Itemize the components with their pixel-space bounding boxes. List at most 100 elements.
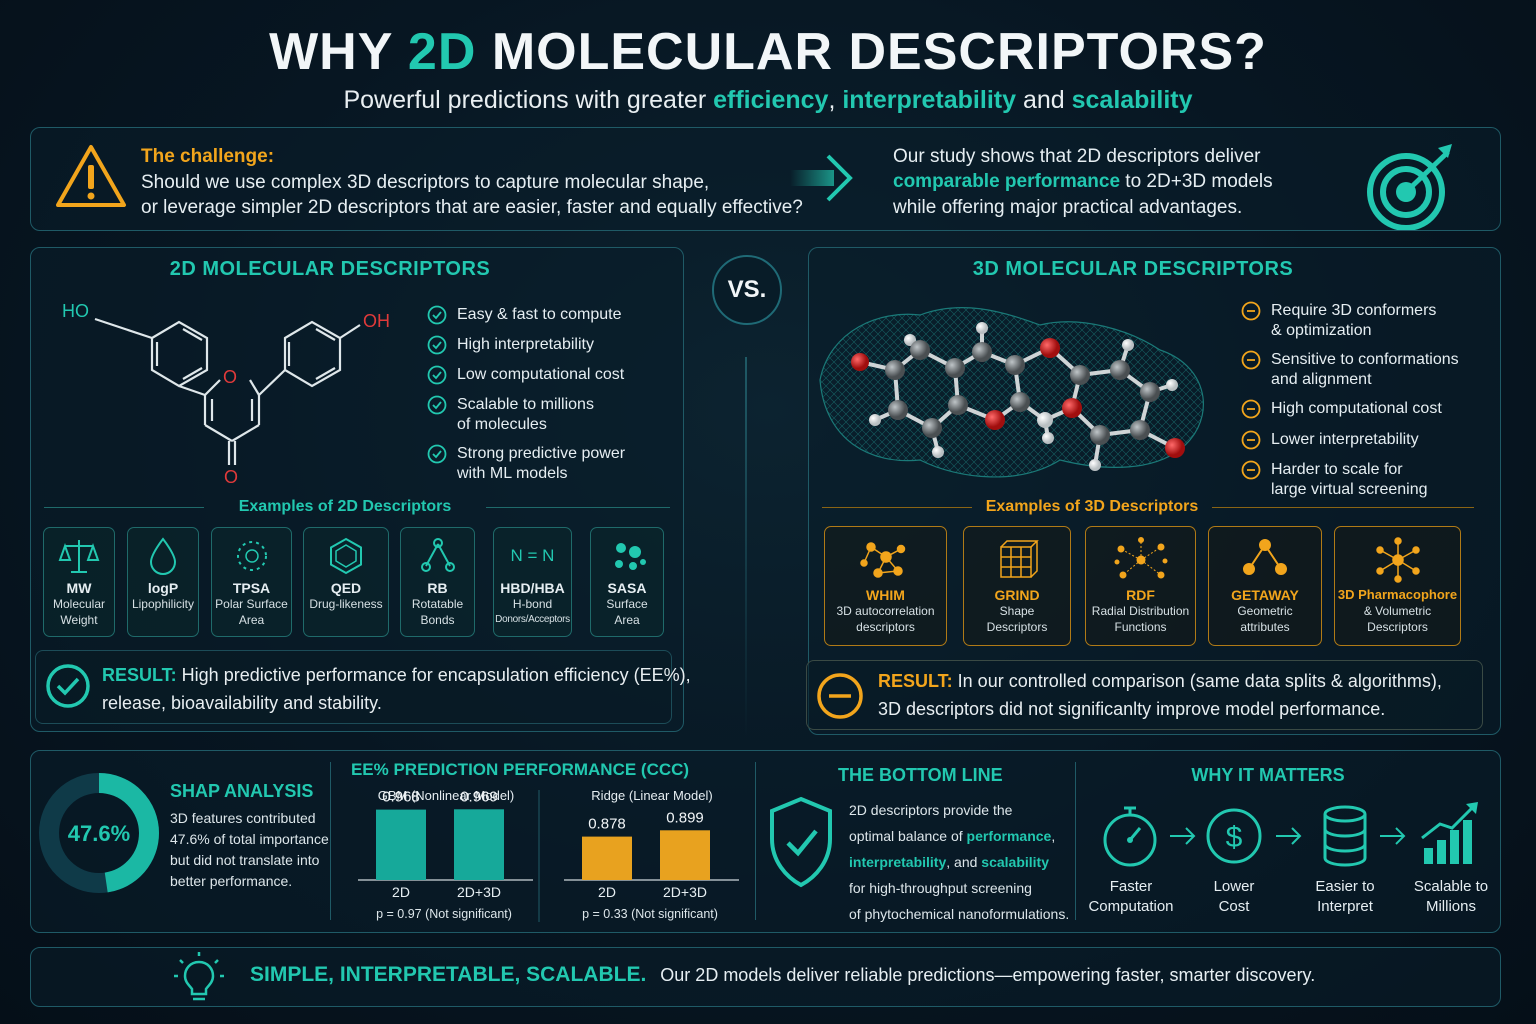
category-label: 2D+3D [457, 884, 501, 900]
page-title: WHY 2D MOLECULAR DESCRIPTORS? [269, 23, 1267, 81]
minus-circle-icon [1241, 350, 1261, 370]
arrow-right-icon [1276, 827, 1302, 845]
n-equals-n-icon: N = N [510, 546, 555, 565]
panel-2d-heading: 2D MOLECULAR DESCRIPTORS [169, 258, 491, 280]
descriptor-card-getaway: GETAWAY Geometric attributes [1208, 526, 1322, 646]
dollar-icon: $ [1206, 808, 1262, 864]
drawback-row: Lower interpretability [1241, 430, 1419, 450]
bar-value-label: 0.968 [382, 789, 420, 806]
scale-icon [58, 540, 100, 573]
arrow-right-icon [790, 154, 853, 202]
divider [44, 507, 204, 508]
panel-3d-heading: 3D MOLECULAR DESCRIPTORS [972, 258, 1294, 280]
divider [822, 507, 972, 508]
network-nodes-icon [859, 542, 905, 578]
hexagon-icon [330, 537, 362, 575]
pharmacophore-star-icon [1375, 537, 1420, 583]
examples-3d-heading: Examples of 3D Descriptors [985, 498, 1199, 515]
check-circle-icon [427, 305, 447, 325]
bar-value-label: 0.969 [460, 788, 498, 805]
footer-text: SIMPLE, INTERPRETABLE, SCALABLE.Our 2D m… [250, 963, 1316, 986]
page-subtitle: Powerful predictions with greater effici… [343, 86, 1193, 114]
carbonyl-oxygen-label: O [224, 467, 238, 487]
significance-note: p = 0.97 (Not significant) [376, 907, 512, 921]
drawback-row: High computational cost [1241, 399, 1442, 419]
check-circle-icon [427, 444, 447, 464]
descriptor-card-3d-pharmacophore: 3D Pharmacophore & Volumetric Descriptor… [1334, 526, 1461, 646]
descriptor-card-whim: WHIM 3D autocorrelation descriptors [824, 526, 947, 646]
benefit-row: Low computational cost [427, 365, 624, 385]
ho-label: HO [62, 301, 89, 321]
challenge-line-2: or leverage simpler 2D descriptors that … [141, 197, 803, 218]
examples-2d-heading: Examples of 2D Descriptors [238, 498, 452, 515]
bar-2d [582, 836, 632, 880]
shield-check-icon [770, 796, 832, 888]
bar-2d-3d [454, 809, 504, 880]
check-circle-icon [46, 664, 90, 708]
lightbulb-icon [174, 952, 224, 1001]
donut-value-arc [39, 773, 159, 893]
performance-heading: EE% PREDICTION PERFORMANCE (CCC) [350, 760, 690, 779]
check-circle-icon [427, 365, 447, 385]
study-line-3: while offering major practical advantage… [893, 197, 1243, 218]
bar-2d-3d [660, 830, 710, 880]
bottom-line-text: 2D descriptors provide the optimal balan… [849, 802, 1070, 922]
bar-2d [376, 809, 426, 880]
divider [330, 762, 331, 920]
descriptor-card-rb: RB Rotatable Bonds [400, 527, 475, 637]
bar-value-label: 0.878 [588, 816, 626, 833]
svg-text:$: $ [1226, 821, 1243, 854]
warning-icon [56, 145, 126, 207]
significance-note: p = 0.33 (Not significant) [582, 907, 718, 921]
rotatable-bond-icon [420, 538, 455, 572]
descriptor-card-rdf: RDF Radial Distribution Functions [1085, 526, 1196, 646]
divider [755, 762, 756, 920]
check-circle-icon [427, 335, 447, 355]
result-2d-box [35, 650, 672, 724]
descriptor-card-hbd-hba: N = N HBD/HBA H-bond Donors/Acceptors [493, 527, 572, 637]
challenge-panel [30, 127, 1501, 231]
descriptor-card-logp: logP Lipophilicity [127, 527, 199, 637]
footer-panel [30, 947, 1501, 1007]
molecule-3d-model [819, 306, 1204, 478]
geometric-nodes-icon [1243, 539, 1287, 575]
category-label: 2D [598, 884, 616, 900]
target-icon [1367, 144, 1452, 230]
divider [1212, 507, 1474, 508]
shap-donut-chart: 47.6% [39, 773, 159, 893]
divider [745, 357, 747, 737]
minus-circle-icon [1241, 460, 1261, 480]
challenge-heading: The challenge: [141, 146, 275, 167]
grid-cube-icon [1000, 540, 1039, 578]
oh-label: OH [363, 311, 390, 331]
result-3d-line-1: RESULT: In our controlled comparison (sa… [878, 671, 1442, 691]
check-circle-icon [427, 395, 447, 415]
molecule-dots-icon [615, 543, 646, 570]
arrow-right-icon [1170, 827, 1196, 845]
radial-distribution-icon [1114, 537, 1167, 579]
bar-value-label: 0.899 [666, 809, 704, 826]
dotted-circle-icon [236, 541, 267, 571]
bottom-panel [30, 750, 1501, 933]
category-label: 2D [392, 884, 410, 900]
descriptor-card-qed: QED Drug-likeness [303, 527, 389, 637]
descriptor-card-mw: MW Molecular Weight [43, 527, 115, 637]
droplet-icon [149, 537, 177, 575]
descriptor-card-grind: GRIND Shape Descriptors [963, 526, 1071, 646]
why-heading: WHY IT MATTERS [1191, 765, 1345, 785]
stopwatch-icon [1103, 806, 1157, 867]
result-3d-line-2: 3D descriptors did not significanlty imp… [878, 699, 1386, 719]
result-2d-line-2: release, bioavailability and stability. [102, 693, 382, 713]
drawback-row: Require 3D conformers& optimization [1241, 301, 1436, 341]
ring-oxygen-label: O [223, 367, 237, 387]
descriptor-card-tpsa: TPSA Polar Surface Area [211, 527, 292, 637]
